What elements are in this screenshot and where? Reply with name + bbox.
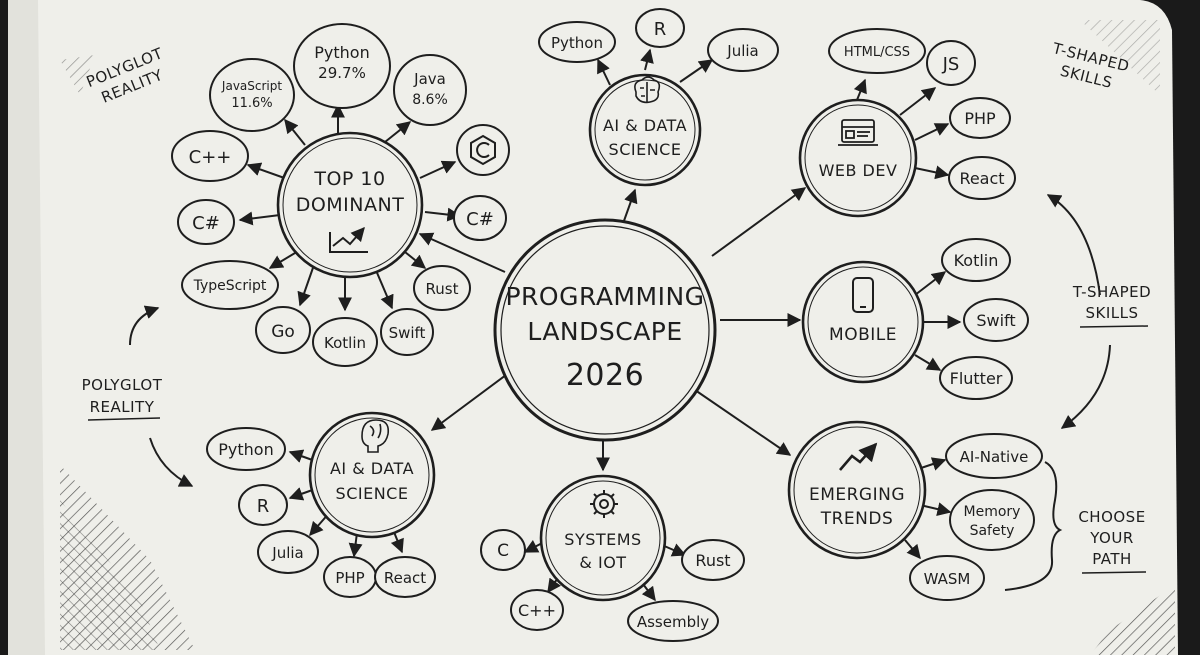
mobile-swift: Swift xyxy=(976,311,1015,330)
ai-bottom-r: R xyxy=(257,496,270,517)
ai-top-title-line1: AI & DATA xyxy=(603,116,687,135)
web-title: WEB DEV xyxy=(819,161,898,180)
top10-title-line2: DOMINANT xyxy=(296,194,405,216)
note-tshaped-right-line2: SKILLS xyxy=(1085,304,1138,322)
note-tshaped-right-line1: T-SHAPED xyxy=(1072,283,1151,301)
web-php: PHP xyxy=(964,109,996,128)
top10-cpp: C++ xyxy=(189,147,232,168)
systems-c: C xyxy=(497,541,509,561)
note-underline xyxy=(87,417,161,421)
trend-arrow-icon xyxy=(839,442,878,471)
ai-bottom-python: Python xyxy=(218,440,273,459)
mobile-title: MOBILE xyxy=(829,325,897,345)
note-polyglot-left-line2: REALITY xyxy=(90,398,155,416)
center-title-year: 2026 xyxy=(566,358,644,393)
top10-title-line1: TOP 10 xyxy=(313,168,385,190)
top10-typescript: TypeScript xyxy=(193,278,267,294)
emerging-title-line1: EMERGING xyxy=(809,485,905,505)
note-underline-choose xyxy=(1081,571,1147,574)
choose-path-brace xyxy=(1004,461,1063,591)
note-choose-line1: CHOOSE xyxy=(1078,508,1145,526)
top10-javascript-pct: 11.6% xyxy=(231,96,272,111)
ai-top-python: Python xyxy=(551,34,603,52)
brain-chip-icon xyxy=(634,76,661,104)
top10-csharp-right: C# xyxy=(466,209,494,230)
web-react: React xyxy=(959,169,1004,188)
top10-python-name: Python xyxy=(314,43,369,62)
note-choose-line3: PATH xyxy=(1092,550,1132,568)
note-underline-right xyxy=(1079,325,1149,328)
gear-icon xyxy=(590,490,618,518)
hub-circles xyxy=(276,73,927,602)
systems-title-line2: & IOT xyxy=(579,553,626,572)
mobile-kotlin: Kotlin xyxy=(954,251,999,270)
top10-java-name: Java xyxy=(413,70,446,88)
trend-chart-icon xyxy=(329,226,368,253)
hatch-decoration xyxy=(60,20,1175,655)
emerging-title-line2: TRENDS xyxy=(820,509,894,529)
top10-python-pct: 29.7% xyxy=(318,64,366,82)
ai-top-title-line2: SCIENCE xyxy=(609,140,682,159)
ai-top-julia: Julia xyxy=(726,42,758,60)
systems-cpp: C++ xyxy=(518,601,556,620)
leaf-bubbles xyxy=(171,8,1043,642)
emerging-memory-line2: Safety xyxy=(970,523,1015,539)
systems-rust: Rust xyxy=(695,551,730,570)
mobile-flutter: Flutter xyxy=(950,369,1003,388)
ai-bottom-title-line2: SCIENCE xyxy=(336,484,409,503)
emerging-memory-line1: Memory xyxy=(964,504,1021,520)
note-curved-arrows xyxy=(129,194,1111,487)
web-html-css: HTML/CSS xyxy=(844,45,910,60)
web-js: JS xyxy=(942,54,960,75)
systems-title-line1: SYSTEMS xyxy=(564,530,641,549)
emerging-ai-native: AI-Native xyxy=(960,448,1029,466)
smartphone-icon xyxy=(852,277,874,313)
top10-kotlin: Kotlin xyxy=(324,334,366,352)
ai-bottom-julia: Julia xyxy=(271,544,303,562)
ai-bottom-php: PHP xyxy=(335,569,364,587)
note-choose-line2: YOUR xyxy=(1089,529,1134,547)
top10-go: Go xyxy=(271,322,295,342)
systems-assembly: Assembly xyxy=(637,613,709,631)
center-title-line2: LANDSCAPE xyxy=(527,317,682,346)
emerging-wasm: WASM xyxy=(924,570,971,588)
ai-bottom-react: React xyxy=(384,569,426,587)
browser-window-icon xyxy=(838,119,878,146)
c-logo-icon xyxy=(470,134,496,166)
center-title-line1: PROGRAMMING xyxy=(505,282,704,311)
ai-bottom-title-line1: AI & DATA xyxy=(330,459,414,478)
ai-top-r: R xyxy=(654,19,667,40)
top10-javascript-name: JavaScript xyxy=(221,79,282,93)
note-polyglot-left-line1: POLYGLOT xyxy=(82,376,163,394)
top10-rust: Rust xyxy=(426,280,459,298)
brain-icon xyxy=(361,419,390,453)
top10-java-pct: 8.6% xyxy=(412,92,448,108)
top10-csharp-left: C# xyxy=(192,213,220,234)
top10-swift: Swift xyxy=(389,324,426,342)
page-spine-shadow xyxy=(8,0,45,655)
